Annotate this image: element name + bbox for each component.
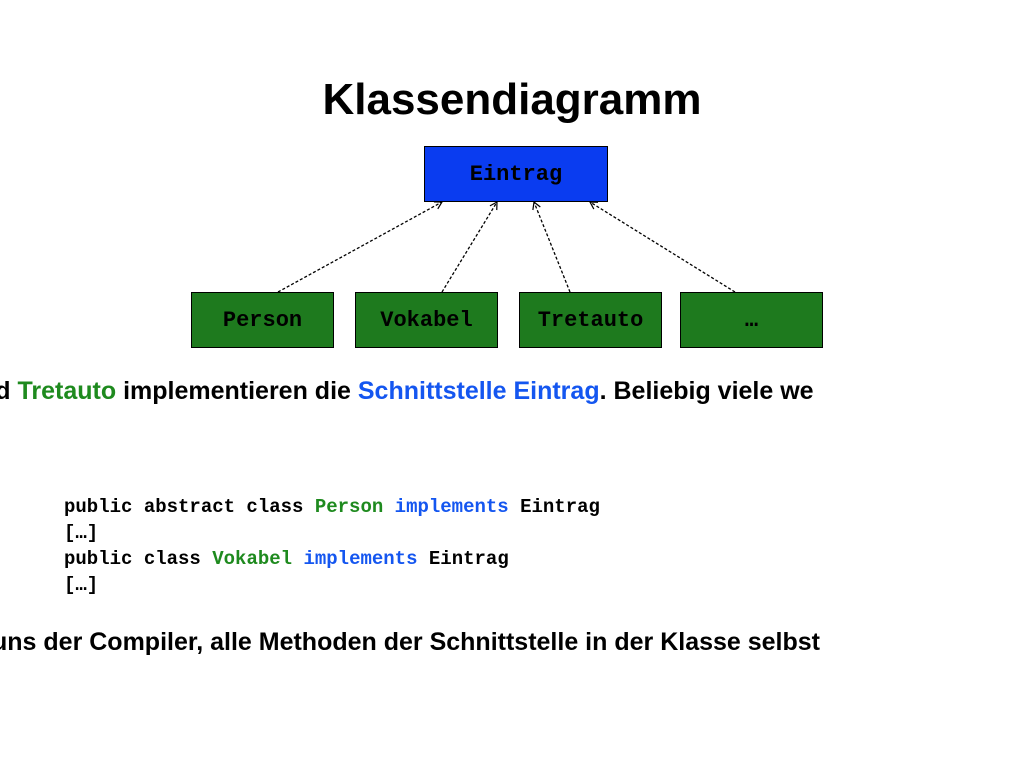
class-box-vokabel: Vokabel: [355, 292, 498, 348]
compiler-note: uns der Compiler, alle Methoden der Schn…: [0, 622, 1024, 662]
code-line-1-post: Eintrag: [508, 496, 600, 518]
code-line-3-class: Vokabel: [212, 548, 293, 570]
interface-box-eintrag: Eintrag: [424, 146, 608, 202]
arrow-vokabel-to-eintrag: [441, 200, 498, 293]
arrow-tretauto-to-eintrag: [532, 200, 571, 293]
code-line-3-post: Eintrag: [417, 548, 509, 570]
sentence-middle: implementieren die: [116, 377, 358, 405]
code-line-3-space: [292, 548, 303, 570]
interface-label: Eintrag: [469, 161, 563, 187]
class-box-person: Person: [191, 292, 334, 348]
code-line-4: […]: [64, 574, 99, 596]
code-line-1-keyword: implements: [394, 496, 509, 518]
code-line-3-pre: public class: [64, 548, 213, 570]
slide-title: Klassendiagramm: [322, 75, 702, 124]
description-sentence: nd Tretauto implementieren die Schnittst…: [0, 371, 1024, 411]
class-label-tretauto: Tretauto: [537, 307, 644, 333]
code-line-1-pre: public abstract class: [64, 496, 315, 518]
class-box-more: …: [680, 292, 823, 348]
class-box-tretauto: Tretauto: [519, 292, 662, 348]
class-label-more: …: [744, 307, 759, 333]
code-line-3: public class Vokabel implements Eintrag: [64, 546, 600, 572]
sentence-class-name: Tretauto: [17, 377, 117, 405]
code-line-1-space: [383, 496, 394, 518]
sentence-prefix: nd: [0, 377, 11, 405]
code-line-1: public abstract class Person implements …: [64, 494, 600, 520]
compiler-note-text: uns der Compiler, alle Methoden der Schn…: [0, 628, 821, 656]
code-line-1-class: Person: [314, 496, 384, 518]
class-label-person: Person: [222, 307, 303, 333]
sentence-suffix: . Beliebig viele we: [599, 377, 814, 405]
arrow-more-to-eintrag: [588, 201, 736, 293]
arrow-person-to-eintrag: [277, 201, 444, 293]
sentence-interface-ref: Schnittstelle Eintrag: [357, 377, 600, 405]
code-block: public abstract class Person implements …: [64, 494, 600, 598]
class-label-vokabel: Vokabel: [380, 307, 473, 333]
code-line-3-keyword: implements: [303, 548, 418, 570]
code-line-2: […]: [64, 522, 99, 544]
